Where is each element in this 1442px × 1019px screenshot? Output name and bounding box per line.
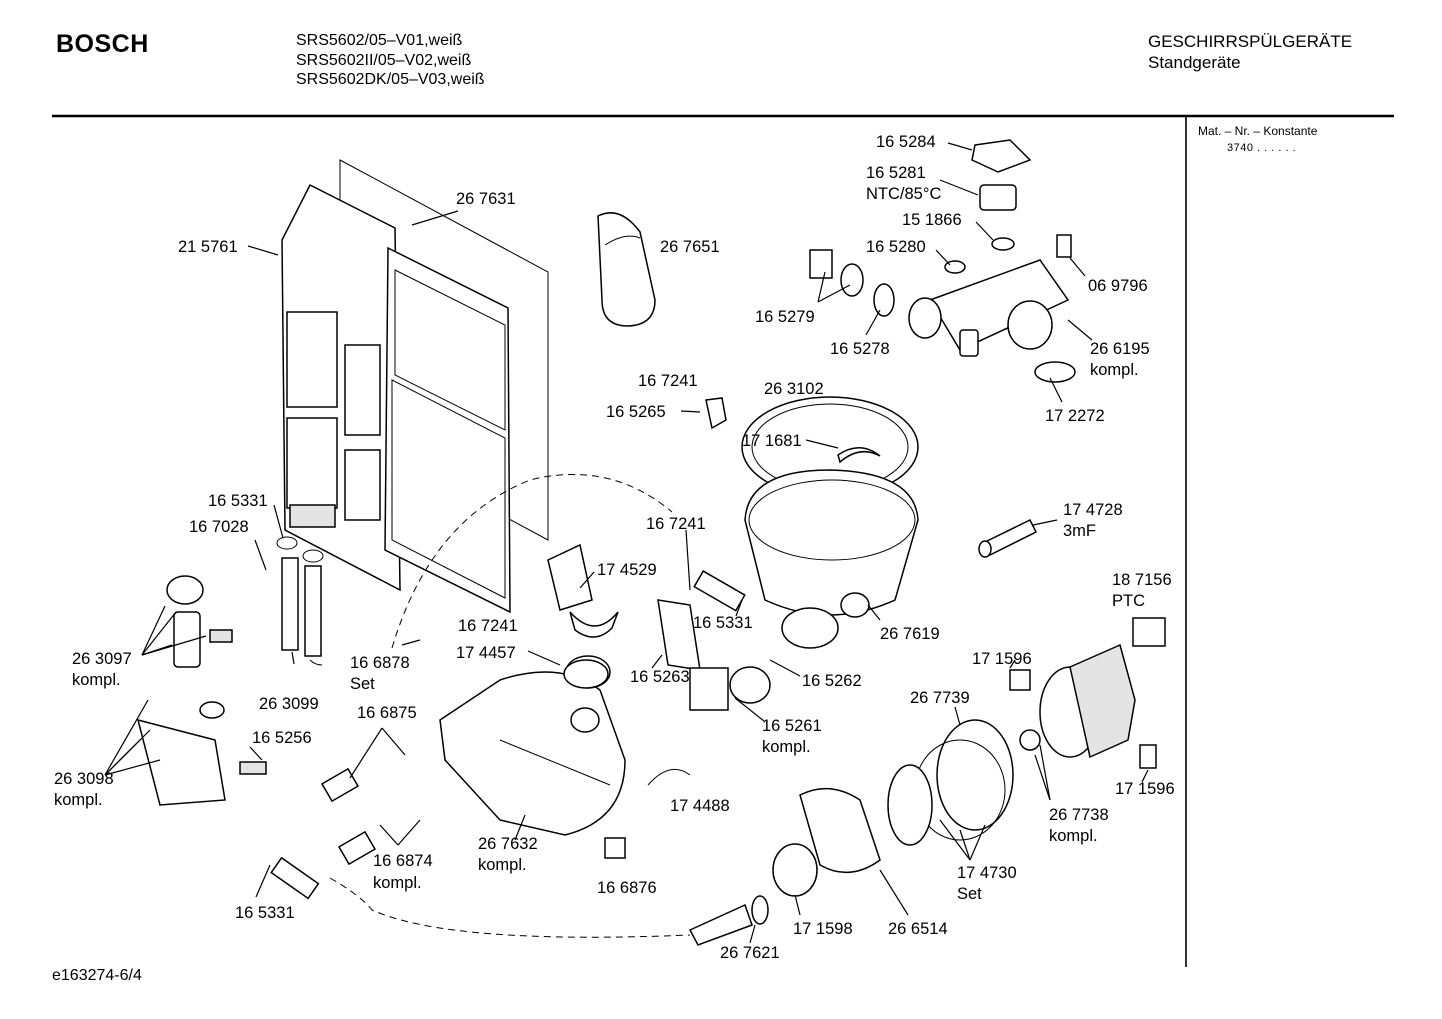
document-reference: e163274-6/4 <box>52 967 142 984</box>
part-label: 26 3102 <box>764 380 824 398</box>
part-label: 21 5761 <box>178 238 238 256</box>
part-label: 16 5262 <box>802 672 862 690</box>
part-label: 16 6875 <box>357 704 417 722</box>
part-label: 15 1866 <box>902 211 962 229</box>
part-label: Set <box>957 885 982 903</box>
category-title: GESCHIRRSPÜLGERÄTE <box>1148 32 1353 51</box>
ptc-drawing <box>1132 617 1166 647</box>
model-line: SRS5602DK/05–V03,weiß <box>296 71 485 88</box>
model-line: SRS5602II/05–V02,weiß <box>296 51 472 69</box>
part-label: 17 1598 <box>793 920 853 938</box>
pump-drawing <box>688 719 1014 946</box>
capacitor-drawing <box>978 518 1038 558</box>
panel-drawing <box>281 159 549 614</box>
part-label: 16 5331 <box>208 492 268 510</box>
part-label: PTC <box>1112 592 1145 610</box>
part-label: 26 3097 <box>72 650 132 668</box>
part-label: NTC/85°C <box>866 185 941 203</box>
part-label: 06 9796 <box>1088 277 1148 295</box>
part-label: 17 4728 <box>1063 501 1123 519</box>
part-label: 17 1681 <box>742 432 802 450</box>
bracket-drawing <box>547 397 1157 859</box>
part-label: kompl. <box>478 856 527 874</box>
part-label: 26 7619 <box>880 625 940 643</box>
part-label: 17 4488 <box>670 797 730 815</box>
part-label: kompl. <box>72 671 121 689</box>
bottle-drawing <box>597 212 656 327</box>
part-label: 17 4529 <box>597 561 657 579</box>
small-valve-drawing <box>320 767 377 866</box>
part-label: 26 7631 <box>456 190 516 208</box>
part-label: 26 6195 <box>1090 340 1150 358</box>
valve-drawing <box>136 575 267 806</box>
part-label: 16 5256 <box>252 729 312 747</box>
part-label: 16 5265 <box>606 403 666 421</box>
part-label: 16 6876 <box>597 879 657 897</box>
part-label: 16 6878 <box>350 654 410 672</box>
part-label: 16 7241 <box>458 617 518 635</box>
part-label: 16 5331 <box>693 614 753 632</box>
part-label: 26 7651 <box>660 238 720 256</box>
part-label: 17 2272 <box>1045 407 1105 425</box>
part-label: 26 7739 <box>910 689 970 707</box>
routing-curve <box>391 474 673 649</box>
part-label: kompl. <box>762 738 811 756</box>
part-label: 18 7156 <box>1112 571 1172 589</box>
part-label: 16 6874 <box>373 852 433 870</box>
hose-drawing <box>270 536 746 900</box>
model-line: SRS5602/05–V01,weiß <box>296 32 463 49</box>
part-label: 16 5263 <box>630 668 690 686</box>
model-list: SRS5602/05–V01,weiß SRS5602II/05–V02,wei… <box>296 31 485 90</box>
part-label: 26 7738 <box>1049 806 1109 824</box>
part-label: 16 5281 <box>866 164 926 182</box>
category-subtitle: Standgeräte <box>1148 53 1241 72</box>
part-label: 16 5331 <box>235 904 295 922</box>
part-label: 26 3099 <box>259 695 319 713</box>
leader-lines <box>104 142 1149 944</box>
sump-drawing <box>741 396 919 649</box>
mat-nr-value: 3740 . . . . . . <box>1227 142 1297 154</box>
part-label: 26 7621 <box>720 944 780 962</box>
part-label: 3mF <box>1063 522 1096 540</box>
routing-curve <box>309 659 323 666</box>
part-label: 16 5278 <box>830 340 890 358</box>
part-label: 16 5280 <box>866 238 926 256</box>
part-label: 17 4457 <box>456 644 516 662</box>
part-label: kompl. <box>1090 361 1139 379</box>
part-labels: 16 5284 16 5281 NTC/85°C 15 1866 16 5280… <box>54 133 1175 962</box>
part-label: 17 1596 <box>1115 780 1175 798</box>
mat-nr-label: Mat. – Nr. – Konstante <box>1198 124 1318 138</box>
part-label: 26 7632 <box>478 835 538 853</box>
part-label: 26 3098 <box>54 770 114 788</box>
part-label: 16 5261 <box>762 717 822 735</box>
part-label: kompl. <box>1049 827 1098 845</box>
sensor-assembly-drawing <box>809 139 1076 383</box>
part-label: 16 5284 <box>876 133 936 151</box>
part-label: 17 4730 <box>957 864 1017 882</box>
part-label: Set <box>350 675 375 693</box>
part-label: 16 7241 <box>638 372 698 390</box>
part-label: 16 5279 <box>755 308 815 326</box>
part-label: 16 7241 <box>646 515 706 533</box>
part-label: kompl. <box>373 874 422 892</box>
brand-logo: BOSCH <box>56 30 149 58</box>
category-block: GESCHIRRSPÜLGERÄTE Standgeräte <box>1148 31 1352 73</box>
motor-drawing <box>1019 643 1136 759</box>
routing-curve <box>329 877 691 938</box>
part-label: 17 1596 <box>972 650 1032 668</box>
part-label: 26 6514 <box>888 920 948 938</box>
part-label: 16 7028 <box>189 518 249 536</box>
part-label: kompl. <box>54 791 103 809</box>
